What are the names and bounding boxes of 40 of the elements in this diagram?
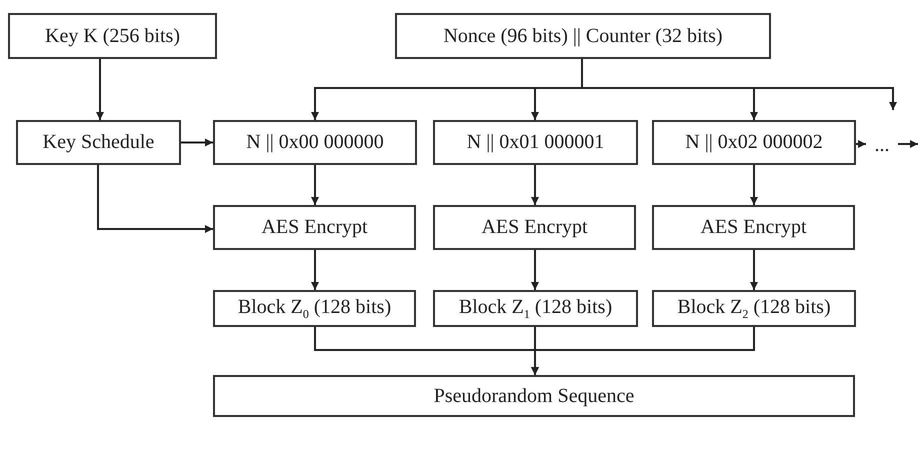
box-label: N || 0x00 000000 (246, 131, 384, 154)
arrow (181, 138, 213, 146)
process-box (213, 375, 855, 417)
process-box (433, 205, 636, 250)
process-box (433, 290, 638, 327)
arrow (898, 140, 918, 148)
box-label: Pseudorandom Sequence (434, 384, 634, 408)
box-label: Block Z$_{1}$ (128 bits) (458, 296, 612, 322)
box-label: AES Encrypt (481, 216, 588, 239)
box-label: AES Encrypt (261, 216, 368, 239)
process-box (652, 290, 856, 327)
arrow (97, 165, 213, 233)
process-box (16, 120, 181, 165)
arrow (311, 165, 319, 205)
arrow (311, 250, 319, 290)
box-label: N || 0x01 000001 (466, 131, 604, 154)
process-box (652, 205, 855, 250)
box-label: Key Schedule (42, 131, 154, 154)
arrow (856, 140, 866, 148)
process-box (395, 13, 771, 59)
arrow (96, 59, 104, 120)
box-label: Key K (256 bits) (45, 24, 180, 48)
arrow (531, 165, 539, 205)
arrow (531, 250, 539, 290)
arrow (531, 327, 755, 375)
box-label: Block Z$_{0}$ (128 bits) (238, 296, 392, 322)
process-box (652, 120, 856, 165)
process-box (213, 120, 417, 165)
arrow (750, 165, 758, 205)
process-box (213, 205, 416, 250)
box-label: N || 0x02 000002 (685, 131, 823, 154)
ellipsis-text: ... (874, 134, 890, 156)
process-box (433, 120, 638, 165)
box-label: Nonce (96 bits) || Counter (32 bits) (443, 24, 723, 48)
process-box (213, 290, 416, 327)
box-label: AES Encrypt (700, 216, 807, 239)
arrow (581, 59, 897, 110)
box-label: Block Z$_{2}$ (128 bits) (677, 296, 831, 322)
process-box (8, 13, 217, 59)
arrow (750, 250, 758, 290)
